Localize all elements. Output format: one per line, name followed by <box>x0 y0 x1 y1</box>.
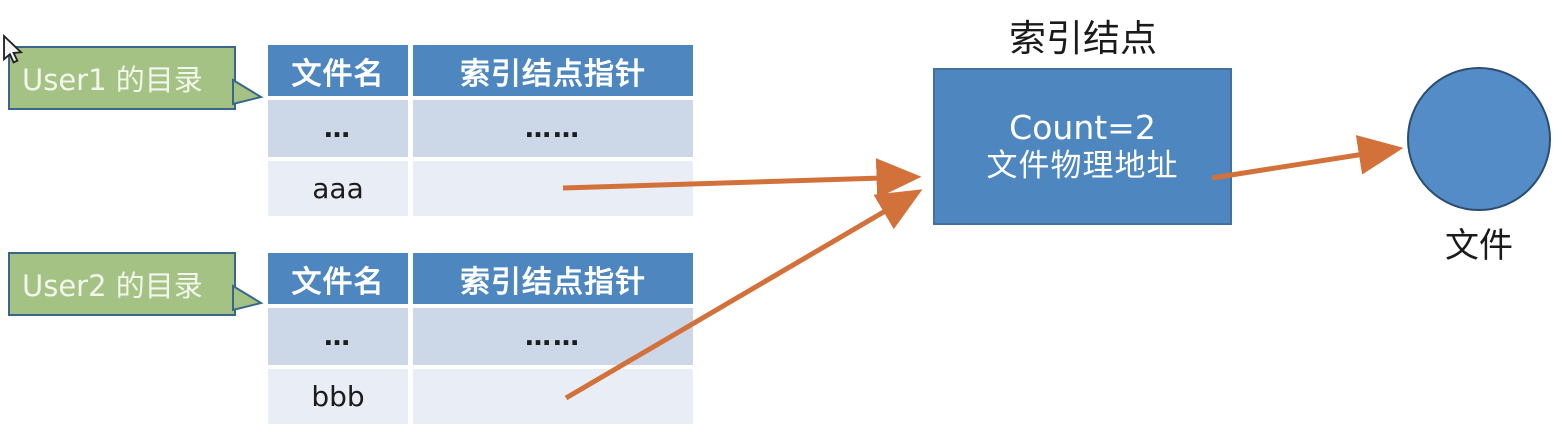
user1-directory-table: 文件名 索引结点指针 … …… aaa <box>268 45 693 216</box>
user2-row-bbb-filename: bbb <box>268 369 408 424</box>
arrow-inode-to-file <box>1211 135 1404 181</box>
user2-row-bbb-pointer <box>413 369 693 424</box>
user2-directory-table: 文件名 索引结点指针 … …… bbb <box>268 253 693 424</box>
user1-directory-label: User1 的目录 <box>22 63 203 97</box>
user1-header-inode-pointer: 索引结点指针 <box>413 45 693 96</box>
index-node-count: Count=2 <box>1009 107 1156 147</box>
user1-row-aaa-filename: aaa <box>268 161 408 216</box>
index-node-box: Count=2 文件物理地址 <box>933 68 1232 225</box>
user1-directory-callout: User1 的目录 <box>8 46 236 110</box>
user2-header-inode-pointer: 索引结点指针 <box>413 253 693 304</box>
callout-tail-user1 <box>232 78 264 106</box>
user2-row-ellipsis-pointer: …… <box>413 308 693 365</box>
user1-row-ellipsis-pointer: …… <box>413 100 693 157</box>
callout-tail-user2 <box>232 284 264 312</box>
user1-header-filename: 文件名 <box>268 45 408 96</box>
file-label: 文件 <box>1445 226 1513 266</box>
index-node-address: 文件物理地址 <box>986 147 1179 184</box>
file-circle <box>1407 67 1551 211</box>
user2-header-filename: 文件名 <box>268 253 408 304</box>
user2-row-ellipsis-filename: … <box>268 308 408 365</box>
user2-directory-label: User2 的目录 <box>22 269 203 303</box>
user1-row-ellipsis-filename: … <box>268 100 408 157</box>
index-node-title: 索引结点 <box>1009 17 1157 60</box>
user2-directory-callout: User2 的目录 <box>8 252 236 316</box>
user1-row-aaa-pointer <box>413 161 693 216</box>
